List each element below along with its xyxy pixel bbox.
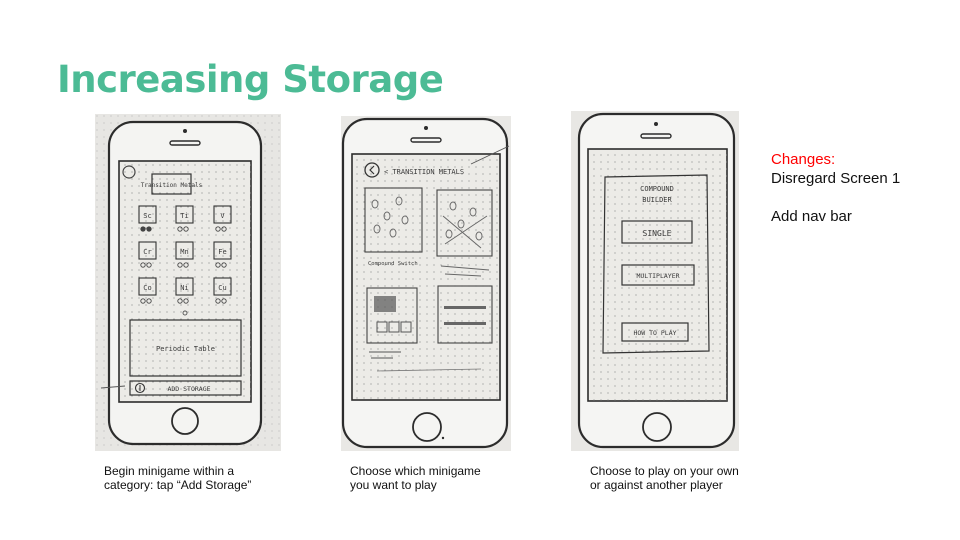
sketch1-panel-label: Periodic Table bbox=[156, 345, 215, 353]
phone-sketch-2: < TRANSITION METALS Compound Switch bbox=[341, 116, 511, 451]
sketch2-card-label: Compound Switch bbox=[368, 261, 418, 267]
sketch2-header: < TRANSITION METALS bbox=[384, 168, 464, 176]
element-co: Co bbox=[143, 284, 151, 292]
element-cr: Cr bbox=[143, 248, 151, 256]
notes-line-2: Add nav bar bbox=[771, 208, 852, 225]
sketch3-single: SINGLE bbox=[643, 229, 672, 238]
sketch3-title-1: COMPOUND bbox=[640, 185, 674, 193]
sketch-photo-2: < TRANSITION METALS Compound Switch bbox=[341, 116, 511, 451]
element-sc: Sc bbox=[143, 212, 151, 220]
sketch3-title-2: BUILDER bbox=[642, 196, 672, 204]
element-mn: Mn bbox=[180, 248, 188, 256]
element-ni: Ni bbox=[180, 284, 188, 292]
phone-sketch-3: COMPOUND BUILDER SINGLE MULTIPLAYER HOW … bbox=[571, 111, 739, 451]
sketch3-multiplayer: MULTIPLAYER bbox=[636, 272, 679, 280]
notes-spacer bbox=[771, 188, 946, 207]
slide-title: Increasing Storage bbox=[57, 58, 444, 101]
sketch-photo-1: Transition Metals Sc Ti V Cr Mn Fe Co Ni… bbox=[95, 114, 281, 451]
element-fe: Fe bbox=[218, 248, 226, 256]
sketch1-header: Transition Metals bbox=[141, 182, 203, 189]
sketch1-button-label: ADD STORAGE bbox=[167, 385, 210, 393]
element-grid: Sc Ti V Cr Mn Fe Co Ni Cu bbox=[138, 205, 232, 316]
caption-screen-1: Begin minigame within a category: tap “A… bbox=[104, 464, 252, 492]
caption-screen-2: Choose which minigame you want to play bbox=[350, 464, 481, 492]
element-ti: Ti bbox=[180, 212, 188, 220]
change-notes: Changes: Disregard Screen 1 Add nav bar bbox=[771, 150, 946, 226]
sketch3-how-to-play: HOW TO PLAY bbox=[633, 329, 676, 337]
phone-sketch-1: Transition Metals Sc Ti V Cr Mn Fe Co Ni… bbox=[95, 114, 281, 451]
notes-heading: Changes: bbox=[771, 151, 836, 168]
caption-screen-3: Choose to play on your own or against an… bbox=[590, 464, 739, 492]
element-v: V bbox=[220, 212, 225, 220]
notes-line-1: Disregard Screen 1 bbox=[771, 170, 901, 187]
element-cu: Cu bbox=[218, 284, 226, 292]
sketch-photo-3: COMPOUND BUILDER SINGLE MULTIPLAYER HOW … bbox=[571, 111, 739, 451]
